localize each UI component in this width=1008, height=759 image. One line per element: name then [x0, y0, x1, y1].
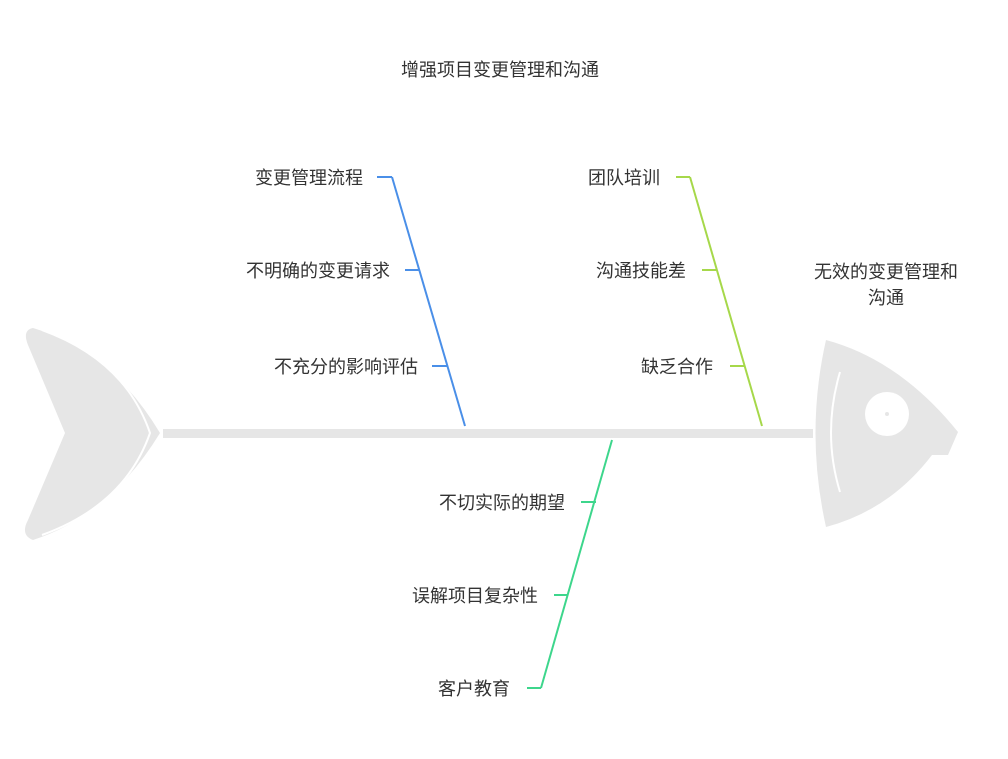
- effect-label-line1: 无效的变更管理和: [814, 262, 958, 283]
- cause-label: 客户教育: [438, 679, 510, 700]
- diagram-title: 增强项目变更管理和沟通: [401, 60, 599, 81]
- cause-label: 误解项目复杂性: [412, 586, 538, 607]
- cause-label: 不充分的影响评估: [274, 357, 418, 378]
- spine: [163, 429, 813, 438]
- cause-label: 团队培训: [588, 168, 660, 189]
- cause-label: 沟通技能差: [596, 261, 686, 282]
- cause-label: 变更管理流程: [255, 168, 363, 189]
- branch-team: [676, 176, 763, 427]
- fish-tail: [24, 328, 161, 540]
- branch-process: [377, 176, 466, 427]
- branch-client: [527, 439, 613, 689]
- cause-label: 不明确的变更请求: [246, 261, 390, 282]
- cause-label: 不切实际的期望: [439, 493, 565, 514]
- fish-head: [815, 340, 958, 527]
- cause-label: 缺乏合作: [641, 357, 713, 378]
- effect-label-line2: 沟通: [868, 288, 904, 309]
